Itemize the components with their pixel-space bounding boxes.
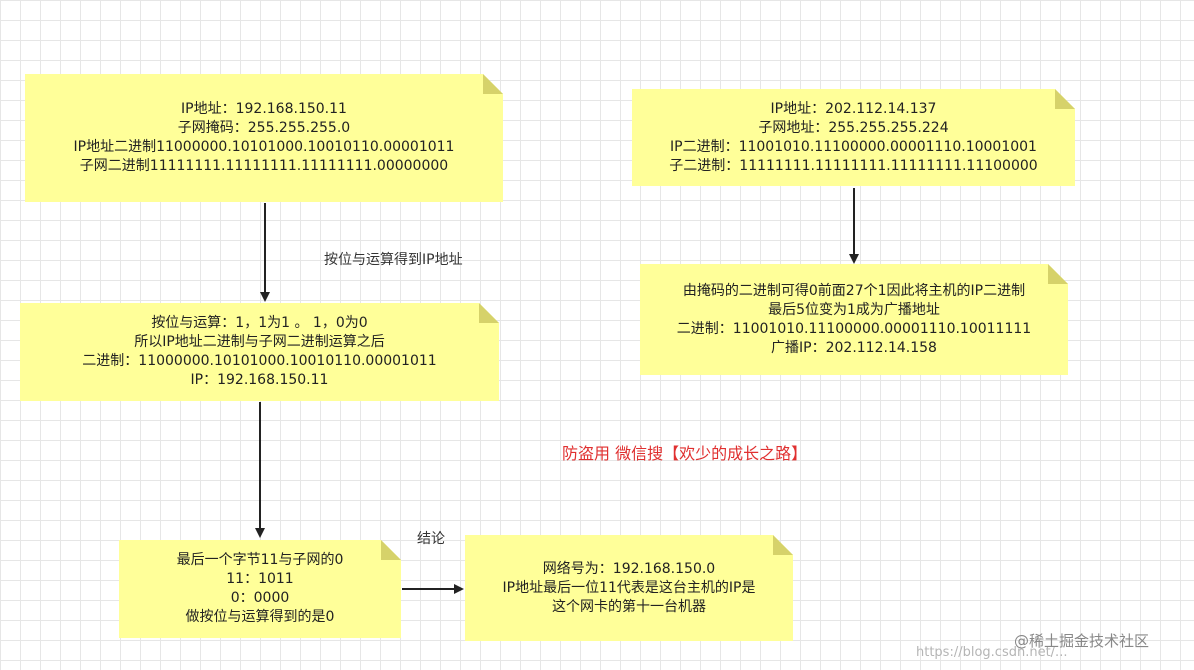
- note-line: 最后5位变为1成为广播地址: [768, 301, 940, 318]
- note-ip-info-1-text: IP地址：192.168.150.11 子网掩码：255.255.255.0 I…: [74, 100, 455, 176]
- note-conclusion-text: 网络号为：192.168.150.0 IP地址最后一位11代表是这台主机的IP是…: [503, 560, 756, 617]
- anti-theft-notice: 防盗用 微信搜【欢少的成长之路】: [562, 444, 808, 463]
- note-ip-info-2-text: IP地址：202.112.14.137 子网地址：255.255.255.224…: [669, 100, 1037, 176]
- note-line: 0：0000: [230, 590, 290, 606]
- note-and-operation: 按位与运算：1，1为1 。 1，0为0 所以IP地址二进制与子网二进制运算之后 …: [20, 303, 499, 401]
- note-line: IP地址最后一位11代表是这台主机的IP是: [502, 579, 756, 596]
- note-line: 这个网卡的第十一台机器: [552, 598, 706, 615]
- note-line: IP：192.168.150.11: [190, 372, 329, 388]
- note-line: 按位与运算：1，1为1 。 1，0为0: [151, 315, 368, 331]
- note-line: 11：1011: [226, 571, 294, 587]
- note-ip-info-2: IP地址：202.112.14.137 子网地址：255.255.255.224…: [632, 89, 1075, 186]
- note-broadcast: 由掩码的二进制可得0前面27个1因此将主机的IP二进制 最后5位变为1成为广播地…: [640, 264, 1068, 375]
- note-line: 所以IP地址二进制与子网二进制运算之后: [134, 334, 385, 350]
- note-line: IP地址：192.168.150.11: [181, 101, 347, 117]
- note-and-operation-text: 按位与运算：1，1为1 。 1，0为0 所以IP地址二进制与子网二进制运算之后 …: [82, 314, 436, 390]
- note-line: 子二进制：11111111.11111111.11111111.11100000: [669, 157, 1038, 174]
- note-line: 广播IP：202.112.14.158: [771, 339, 937, 356]
- note-line: 最后一个字节11与子网的0: [176, 552, 344, 568]
- csdn-watermark: https://blog.csdn.net/...: [916, 645, 1068, 660]
- note-broadcast-text: 由掩码的二进制可得0前面27个1因此将主机的IP二进制 最后5位变为1成为广播地…: [677, 282, 1031, 358]
- and-operation-label: 按位与运算得到IP地址: [324, 252, 463, 268]
- note-line: 子网掩码：255.255.255.0: [177, 120, 351, 136]
- note-line: 做按位与运算得到的是0: [185, 609, 335, 625]
- juejin-watermark: @稀土掘金技术社区: [1014, 632, 1150, 650]
- note-last-byte-text: 最后一个字节11与子网的0 11：1011 0：0000 做按位与运算得到的是0: [177, 551, 344, 627]
- note-line: 子网二进制11111111.11111111.11111111.00000000: [79, 158, 449, 174]
- note-last-byte: 最后一个字节11与子网的0 11：1011 0：0000 做按位与运算得到的是0: [119, 540, 401, 638]
- note-line: 二进制：11001010.11100000.00001110.10011111: [676, 320, 1032, 337]
- note-conclusion: 网络号为：192.168.150.0 IP地址最后一位11代表是这台主机的IP是…: [465, 535, 793, 641]
- note-line: 网络号为：192.168.150.0: [542, 560, 716, 577]
- note-line: IP地址：202.112.14.137: [770, 100, 937, 117]
- note-ip-info-1: IP地址：192.168.150.11 子网掩码：255.255.255.0 I…: [25, 74, 503, 202]
- note-line: 由掩码的二进制可得0前面27个1因此将主机的IP二进制: [682, 282, 1026, 299]
- note-line: IP地址二进制11000000.10101000.10010110.000010…: [73, 139, 455, 155]
- note-line: IP二进制：11001010.11100000.00001110.1000100…: [670, 138, 1037, 155]
- conclusion-label: 结论: [417, 531, 445, 547]
- note-line: 子网地址：255.255.255.224: [758, 119, 949, 136]
- note-line: 二进制：11000000.10101000.10010110.00001011: [82, 353, 437, 369]
